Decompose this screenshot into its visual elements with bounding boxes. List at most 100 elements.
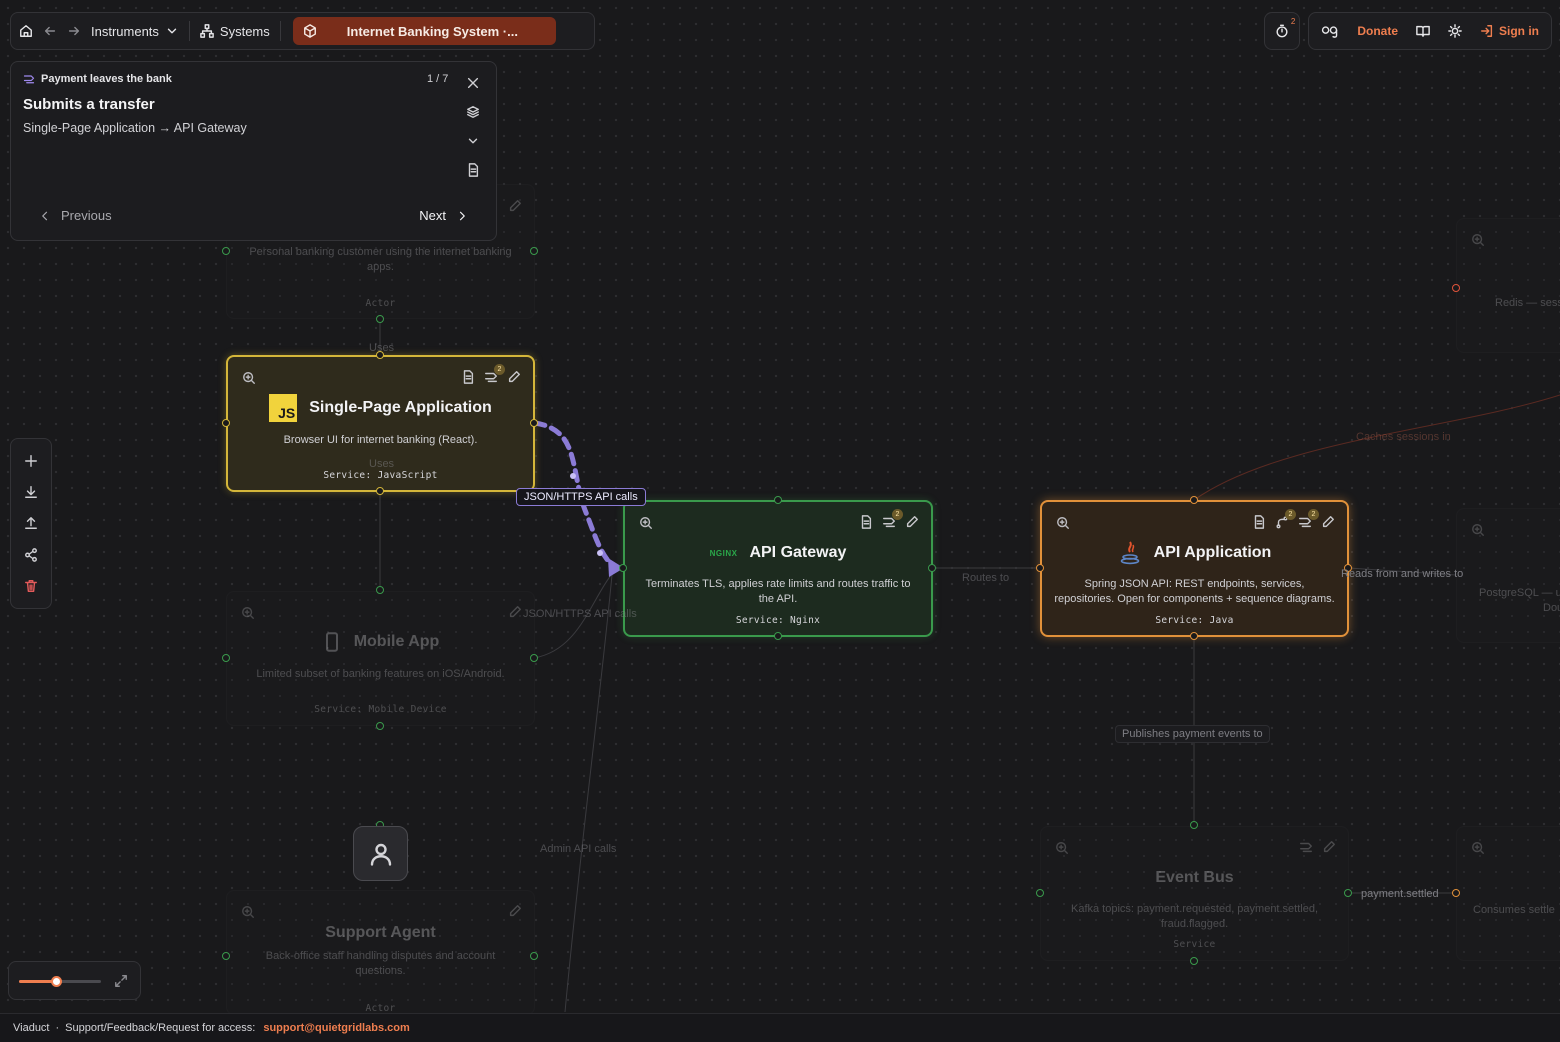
sun-icon[interactable] — [1448, 24, 1462, 38]
flow-icon[interactable] — [1299, 840, 1313, 854]
share-icon[interactable] — [24, 548, 38, 562]
zoom-in-icon[interactable] — [639, 516, 653, 530]
handle[interactable] — [376, 351, 384, 359]
node-support-agent[interactable]: Support Agent Back-office staff handling… — [226, 890, 535, 1015]
zoom-in-icon[interactable] — [1056, 516, 1070, 530]
node-postgres[interactable]: PostgreSQL — us Dou — [1456, 508, 1560, 643]
previous-button[interactable]: Previous — [39, 208, 112, 223]
sign-in-button[interactable]: Sign in — [1480, 24, 1539, 38]
node-description: Terminates TLS, applies rate limits and … — [645, 578, 911, 605]
account-actions: Donate Sign in — [1308, 12, 1552, 50]
node-api-application[interactable]: 2 2 API Application Spring JSON API: RES… — [1040, 500, 1349, 637]
edge-label-caches[interactable]: Caches sessions in — [1356, 431, 1451, 443]
handle[interactable] — [222, 654, 230, 662]
document-icon[interactable] — [859, 515, 873, 529]
pencil-icon[interactable] — [508, 605, 522, 619]
pencil-icon[interactable] — [1322, 840, 1336, 854]
layers-icon[interactable] — [466, 105, 480, 119]
forward-arrow-icon[interactable] — [67, 24, 81, 38]
flow-icon[interactable] — [1298, 515, 1312, 529]
handle[interactable] — [376, 487, 384, 495]
edge-label-mobile-calls[interactable]: JSON/HTTPS API calls — [523, 608, 637, 620]
instruments-menu[interactable]: Instruments — [91, 24, 179, 39]
flow-icon[interactable] — [484, 370, 498, 384]
handle[interactable] — [774, 496, 782, 504]
zoom-in-icon[interactable] — [241, 905, 255, 919]
handle[interactable] — [376, 586, 384, 594]
handle[interactable] — [928, 564, 936, 572]
handle[interactable] — [1036, 889, 1044, 897]
pencil-icon[interactable] — [508, 904, 522, 918]
handle[interactable] — [619, 564, 627, 572]
handle[interactable] — [530, 419, 538, 427]
node-api-gateway[interactable]: 2 NGINX API Gateway Terminates TLS, appl… — [623, 500, 933, 637]
zoom-in-icon[interactable] — [1471, 233, 1485, 247]
notifications-box[interactable]: 2 — [1264, 12, 1301, 50]
handle[interactable] — [1190, 821, 1198, 829]
systems-breadcrumb[interactable]: Systems — [200, 24, 270, 39]
edge-label-admin-calls[interactable]: Admin API calls — [540, 843, 617, 855]
zoom-slider-track[interactable] — [19, 976, 101, 987]
node-redis[interactable]: Redis — sess — [1456, 218, 1560, 353]
trash-icon[interactable] — [24, 579, 38, 593]
edge-label-uses[interactable]: Uses — [369, 342, 395, 354]
download-icon[interactable] — [24, 485, 38, 499]
handle[interactable] — [1190, 632, 1198, 640]
handle[interactable] — [530, 654, 538, 662]
expand-icon[interactable] — [114, 974, 128, 988]
handle[interactable] — [222, 247, 230, 255]
handle[interactable] — [222, 419, 230, 427]
footer: Viaduct · Support/Feedback/Request for a… — [0, 1013, 1560, 1042]
handle[interactable] — [1190, 496, 1198, 504]
zoom-in-icon[interactable] — [1055, 841, 1069, 855]
zoom-in-icon[interactable] — [1471, 523, 1485, 537]
chevron-down-icon[interactable] — [466, 134, 480, 148]
flow-icon[interactable] — [882, 515, 896, 529]
zoom-in-icon[interactable] — [1471, 841, 1485, 855]
pencil-icon[interactable] — [507, 370, 521, 384]
edge-label-reads-writes[interactable]: Reads from and writes to — [1341, 568, 1464, 580]
home-icon[interactable] — [19, 24, 33, 38]
handle[interactable] — [376, 315, 384, 323]
edge-label-publishes[interactable]: Publishes payment events to — [1115, 725, 1270, 743]
active-edge-label[interactable]: JSON/HTTPS API calls — [516, 488, 646, 506]
edge-label-uses[interactable]: Uses — [369, 458, 395, 470]
node-single-page-application[interactable]: 2 JS Single-Page Application Browser UI … — [226, 355, 535, 492]
node-event-bus[interactable]: Event Bus Kafka topics: payment.requeste… — [1040, 826, 1349, 961]
plus-icon[interactable] — [24, 454, 38, 468]
document-icon[interactable] — [466, 163, 480, 177]
logo-icon[interactable] — [1321, 24, 1339, 38]
document-icon[interactable] — [461, 370, 475, 384]
handle[interactable] — [530, 952, 538, 960]
donate-link[interactable]: Donate — [1357, 24, 1398, 38]
pencil-icon[interactable] — [508, 199, 522, 213]
handle[interactable] — [1344, 564, 1352, 572]
close-icon[interactable] — [466, 76, 480, 90]
node-mobile-app[interactable]: Mobile App Limited subset of banking fea… — [226, 591, 535, 726]
handle[interactable] — [1452, 889, 1460, 897]
edge-label-routes-to[interactable]: Routes to — [962, 572, 1010, 584]
next-button[interactable]: Next — [419, 208, 468, 223]
handle[interactable] — [1190, 957, 1198, 965]
document-icon[interactable] — [1252, 515, 1266, 529]
pencil-icon[interactable] — [905, 515, 919, 529]
handle[interactable] — [774, 632, 782, 640]
active-system-tab[interactable]: Internet Banking System ·... — [292, 17, 556, 45]
handle[interactable] — [1036, 564, 1044, 572]
zoom-in-icon[interactable] — [242, 371, 256, 385]
handle[interactable] — [376, 722, 384, 730]
handle[interactable] — [1344, 889, 1352, 897]
edge-label-payment-settled[interactable]: payment.settled — [1361, 888, 1439, 900]
handle[interactable] — [222, 952, 230, 960]
actor-user-icon[interactable] — [353, 826, 408, 881]
zoom-in-icon[interactable] — [241, 606, 255, 620]
back-arrow-icon[interactable] — [43, 24, 57, 38]
node-consumer[interactable]: Consumes settle — [1456, 826, 1560, 961]
support-email-link[interactable]: support@quietgridlabs.com — [263, 1022, 410, 1034]
book-icon[interactable] — [1416, 24, 1430, 38]
handle[interactable] — [530, 247, 538, 255]
zoom-slider-thumb[interactable] — [50, 976, 62, 987]
handle[interactable] — [1452, 284, 1460, 292]
pencil-icon[interactable] — [1321, 515, 1335, 529]
upload-icon[interactable] — [24, 516, 38, 530]
